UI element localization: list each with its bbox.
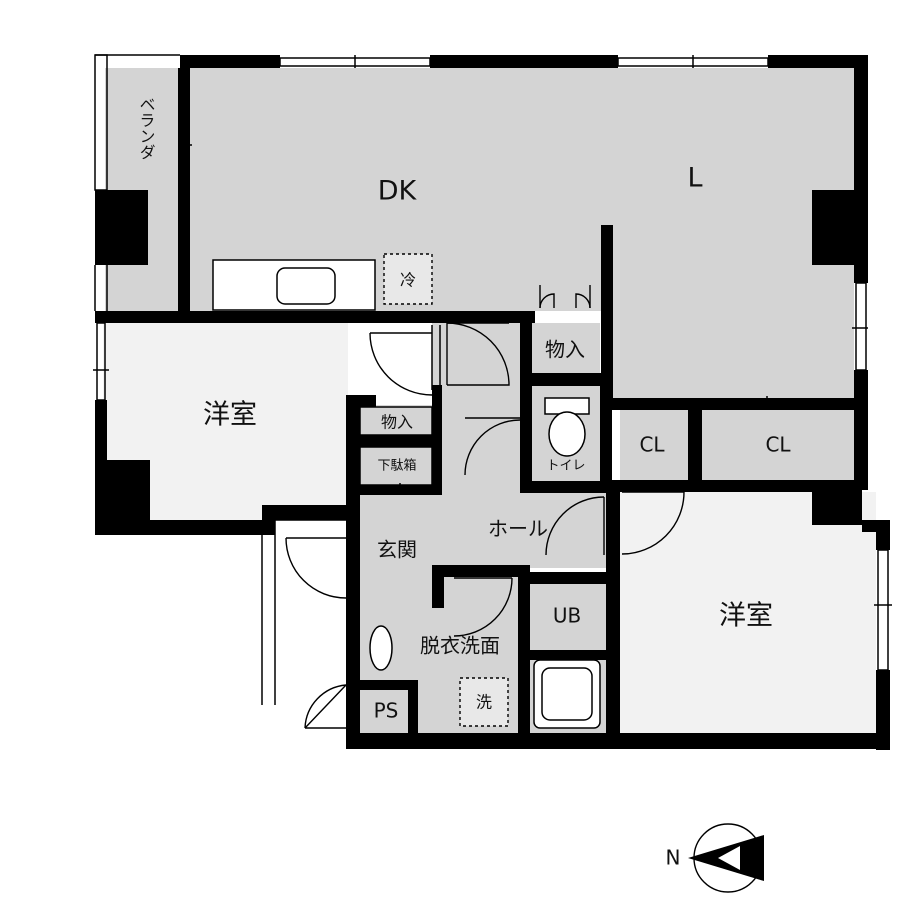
- door-w2-swing: [621, 491, 685, 555]
- closet-2-floor: [702, 410, 854, 480]
- living-floor-lower: [612, 311, 854, 399]
- storage-2-outline: [359, 406, 433, 436]
- fridge-space: [383, 253, 433, 305]
- shoe-closet-outline: [359, 446, 433, 486]
- closet-1-floor: [620, 410, 690, 480]
- wall-w1-right-top: [346, 395, 376, 407]
- outlines: [93, 54, 892, 705]
- wall-veranda: [178, 68, 190, 311]
- western-room-2-floor: [620, 492, 876, 733]
- storage-1-floor: [530, 323, 600, 373]
- western-room-1-label: 洋室: [203, 400, 257, 431]
- wall-top-1: [180, 55, 280, 68]
- wall-right-3: [854, 400, 868, 490]
- wall-ub-top: [518, 572, 613, 584]
- wall-top-3: [768, 55, 868, 68]
- door-dressing-swing: [453, 577, 513, 637]
- fixtures: [212, 253, 601, 729]
- window-w1: [96, 322, 106, 401]
- pipe-space-floor: [362, 690, 410, 734]
- wall-dressing-top: [432, 565, 522, 577]
- wall-closet-div: [688, 410, 702, 492]
- column-w2: [812, 480, 862, 525]
- closet-2-label: CL: [765, 433, 791, 457]
- compass: N: [666, 823, 764, 893]
- toilet-bowl: [548, 411, 586, 457]
- wall-dk-bottom: [95, 311, 445, 323]
- storage-2-floor: [360, 405, 432, 435]
- western-room-2-label: 洋室: [719, 601, 773, 632]
- wall-ps-top: [346, 680, 416, 690]
- wall-dk-bottom-2: [445, 311, 535, 323]
- wall-w2-right-2: [876, 670, 890, 750]
- kitchen-sink: [276, 267, 336, 305]
- washer-space: [459, 677, 509, 727]
- wall-w1-right: [346, 395, 360, 605]
- wall-shoe-div: [360, 485, 438, 495]
- wall-entrance-right: [432, 568, 444, 608]
- wall-dressing-left: [346, 605, 360, 745]
- wall-w1-bottom: [95, 520, 275, 535]
- fridge-label: 冷: [400, 271, 416, 290]
- bathtub-inner: [541, 667, 593, 721]
- wall-w1-bottom-2: [262, 505, 347, 520]
- shoe-closet-floor: [360, 447, 432, 487]
- wall-ub-mid: [518, 650, 618, 660]
- wall-ld-divider: [601, 225, 613, 311]
- washer-label: 洗: [476, 693, 492, 712]
- wall-living-bottom: [601, 398, 868, 410]
- entrance-label: 玄関: [377, 538, 417, 562]
- washbasin: [369, 625, 393, 671]
- door-ps-leaf: [304, 684, 347, 729]
- wall-storage1-bottom: [520, 373, 612, 386]
- door-entrance-swing: [285, 537, 347, 599]
- labels: ベランダ DK L 洋室 洋室 物入 物入 下駄箱 トイレ CL CL ホール …: [137, 96, 792, 723]
- wall-toilet-bottom: [520, 481, 612, 493]
- living-label: L: [687, 163, 702, 194]
- door-ps-arc: [304, 684, 347, 729]
- hall-floor-2: [432, 490, 612, 568]
- toilet-label: トイレ: [546, 459, 585, 474]
- wall-w2-left: [606, 480, 620, 745]
- window-w2: [877, 549, 889, 671]
- wall-top-2: [430, 55, 618, 68]
- wall-storage-right: [432, 385, 442, 495]
- wall-toilet-right: [600, 386, 612, 493]
- column-left: [95, 190, 148, 265]
- compass-north-label: N: [666, 846, 681, 870]
- compass-needle-inner: [718, 846, 740, 870]
- wall-storage-div: [360, 435, 438, 447]
- pipe-space-label: PS: [374, 699, 399, 723]
- door-w1-swing: [369, 332, 433, 396]
- door-hall-swing: [545, 496, 605, 556]
- wall-right-1: [854, 55, 868, 283]
- column-right: [812, 190, 854, 265]
- storage-1-label: 物入: [545, 338, 585, 362]
- wall-toilet-left: [520, 311, 532, 491]
- door-toilet-swing: [464, 419, 521, 476]
- wall-w2-right-top: [862, 520, 890, 532]
- veranda-floor: [105, 68, 183, 311]
- unit-bath-label: UB: [553, 604, 581, 628]
- door-dk-swing: [446, 322, 510, 386]
- wall-ps-right: [408, 680, 418, 740]
- closet-1-label: CL: [639, 433, 665, 457]
- wall-closets-bottom: [612, 480, 862, 492]
- hall-label: ホール: [488, 517, 548, 541]
- window-living-right: [855, 282, 867, 371]
- doors: [285, 285, 685, 729]
- dk-label: DK: [378, 176, 418, 207]
- shoe-closet-label: 下駄箱: [377, 458, 416, 474]
- walls: [95, 55, 890, 750]
- floor-fills: [103, 68, 876, 734]
- storage-2-label: 物入: [381, 413, 413, 432]
- dressing-room-label: 脱衣洗面: [420, 634, 500, 658]
- veranda-label: ベランダ: [137, 96, 156, 160]
